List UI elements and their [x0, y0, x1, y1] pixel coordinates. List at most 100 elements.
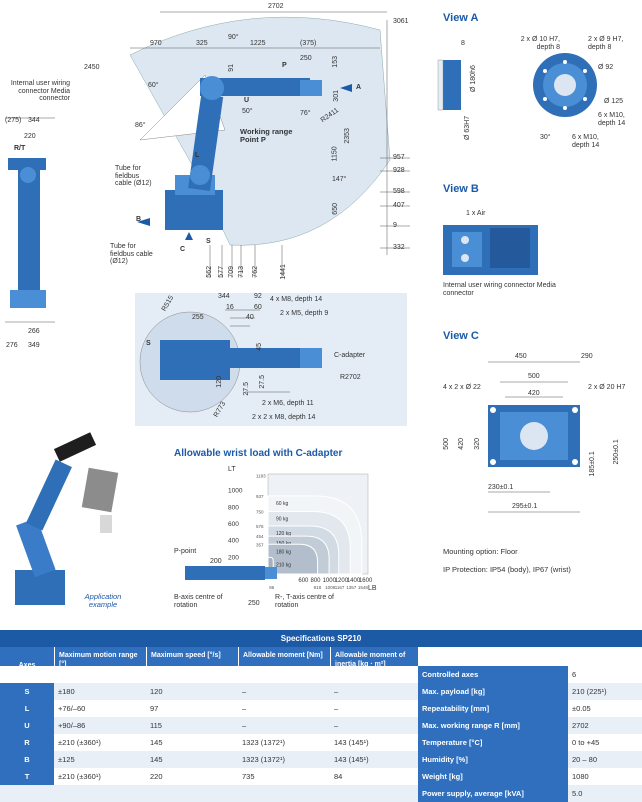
angle-86: 86°: [135, 122, 146, 129]
spec-prop-label: Repeatability [mm]: [418, 700, 568, 717]
chart-series-region: [267, 543, 319, 575]
view-a-m10a: 6 x M10, depth 14: [598, 112, 626, 127]
view-a-d92: Ø 92: [598, 64, 614, 71]
dim-344: 344: [28, 117, 40, 124]
view-c-d450: 450: [515, 353, 527, 360]
chart-xlabel: LB: [368, 585, 377, 592]
wrist-load-title: Allowable wrist load with C-adapter: [174, 448, 343, 459]
chart-x-tick: 1200: [335, 578, 349, 584]
dim-349: 349: [28, 342, 40, 349]
mounting-option: Mounting option: Floor: [443, 547, 518, 556]
dim-928: 928: [393, 167, 405, 174]
label-c: C: [180, 246, 186, 253]
rt-axis-label: R-, T-axis centre of rotation: [275, 594, 335, 609]
ip-protection: IP Protection: IP54 (body), IP67 (wrist): [443, 565, 571, 574]
speed-cell: 120: [150, 687, 163, 696]
chart-y-minor-tick: 750: [256, 510, 264, 515]
speed-cell: 220: [150, 772, 163, 781]
dim-220: 220: [24, 133, 36, 140]
dim-1225: 1225: [250, 40, 266, 47]
spec-prop-value: 0 to +45: [572, 738, 600, 747]
speed-cell: 115: [150, 721, 162, 730]
dim-3061: 3061: [393, 18, 409, 25]
specs-title: Specifications SP210: [0, 630, 642, 647]
view-a-d8: 8: [461, 40, 465, 47]
view-a-dia9: 2 x Ø 9 H7, depth 8: [588, 36, 624, 51]
moment-cell: –: [242, 721, 247, 730]
label-working-range: Working range Point P: [240, 127, 293, 145]
spec-prop-value: 2702: [572, 721, 589, 730]
chart-x-tick: 1000: [323, 578, 337, 584]
chart-y-tick: 1000: [228, 488, 243, 495]
view-c-d290: 290: [581, 353, 593, 360]
top-label-s: S: [146, 340, 151, 347]
view-b-air: 1 x Air: [466, 210, 486, 217]
view-b-title: View B: [443, 183, 479, 195]
label-u: U: [244, 97, 250, 104]
dim-598: 598: [393, 188, 405, 195]
chart-x-minor-tick: 86: [269, 585, 275, 590]
spec-prop-value: 20 – 80: [572, 755, 598, 764]
top-dim-40: 40: [246, 314, 254, 321]
chart-series-label: 180 kg: [276, 549, 291, 555]
top-r2702: R2702: [340, 374, 361, 381]
spec-prop-label: Temperature [°C]: [418, 734, 568, 751]
view-c-d295: 295±0.1: [512, 503, 538, 510]
spec-prop-label: Weight [kg]: [418, 768, 568, 785]
chart-y-minor-tick: 576: [256, 524, 264, 529]
axis-cell: B: [0, 751, 54, 768]
chart-y-minor-tick: 454: [256, 534, 264, 539]
moment-cell: –: [242, 687, 247, 696]
dim-957: 957: [393, 154, 405, 161]
label-rt: R/T: [14, 145, 26, 152]
label-b: B: [136, 216, 142, 223]
angle-76: 76°: [300, 110, 311, 117]
view-c-holes22: 4 x 2 x Ø 22: [443, 384, 481, 391]
view-c-d420a: 420: [528, 390, 540, 397]
spec-prop-value: 6: [572, 670, 577, 679]
top-m8-14: 4 x M8, depth 14: [270, 296, 323, 303]
moment-cell: 735: [242, 772, 255, 781]
moment-cell: –: [242, 704, 247, 713]
spec-prop-label: Max. payload [kg]: [418, 683, 568, 700]
axis-cell: L: [0, 700, 54, 717]
chart-x-tick: 600: [298, 578, 309, 584]
specifications-table: Specifications SP210 Axes Maximum motion…: [0, 630, 642, 802]
dim-200-label: 200: [210, 558, 222, 565]
top-m8-2x2: 2 x 2 x M8, depth 14: [252, 414, 316, 421]
chart-y-tick: 600: [228, 521, 239, 528]
motion-cell: ±210 (±360¹): [58, 738, 101, 747]
chart-y-minor-tick: 357: [256, 542, 264, 547]
motion-cell: ±210 (±360¹): [58, 772, 101, 781]
label-tube-1: Tube for fieldbus cable (Ø12): [115, 165, 152, 188]
label-s: S: [206, 238, 211, 245]
chart-y-minor-tick: 1183: [256, 473, 266, 478]
top-dim-344: 344: [218, 293, 230, 300]
spec-prop-value: 5.0: [572, 789, 583, 798]
view-c-d230: 230±0.1: [488, 484, 514, 491]
speed-cell: 97: [150, 704, 159, 713]
view-a-m10b: 6 x M10, depth 14: [572, 134, 600, 149]
chart-x-minor-tick: 1357: [346, 585, 357, 590]
p-point-label: P-point: [174, 548, 197, 555]
angle-60: 60°: [148, 82, 159, 89]
chart-x-minor-tick: 1008: [325, 585, 336, 590]
speed-cell: 145: [150, 738, 163, 747]
dim-276: 276: [6, 342, 18, 349]
chart-x-minor-tick: 818: [314, 585, 322, 590]
view-a-d125: Ø 125: [604, 98, 624, 105]
motion-cell: +76/–60: [58, 704, 86, 713]
angle-90: 90°: [228, 34, 239, 41]
chart-y-tick: 400: [228, 538, 239, 545]
chart-y-tick: 200: [228, 554, 239, 561]
chart-series-label: 210 kg: [276, 562, 291, 568]
table-row: Power supply, average [kVA]5.0: [0, 785, 642, 802]
dim-2702: 2702: [268, 3, 284, 10]
speed-cell: 145: [150, 755, 163, 764]
